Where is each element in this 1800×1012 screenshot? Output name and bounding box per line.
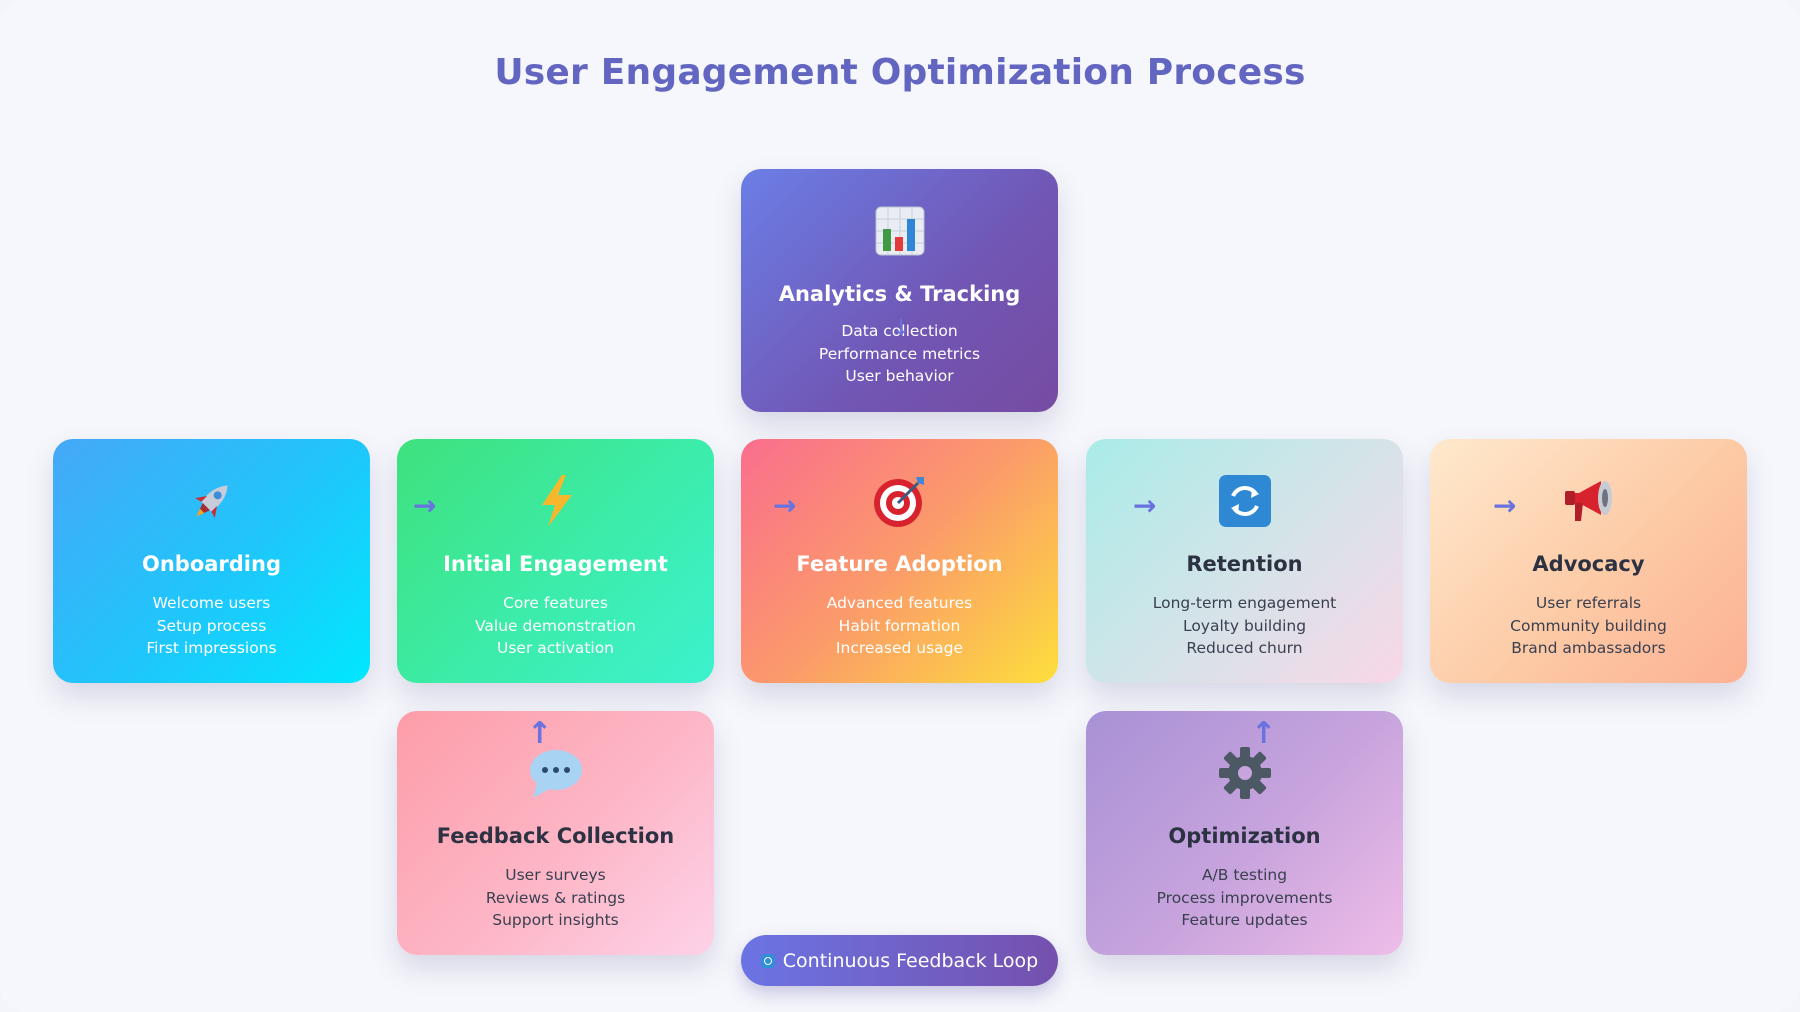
stage-title: Optimization <box>1168 824 1321 848</box>
refresh-icon <box>1086 471 1403 531</box>
stage-description: Core features Value demonstration User a… <box>397 592 714 660</box>
stage-detail: Community building <box>1510 616 1667 635</box>
stage-title: Analytics & Tracking <box>778 282 1021 306</box>
continuous-feedback-loop-badge: Continuous Feedback Loop <box>741 935 1058 986</box>
stage-description: Long-term engagement Loyalty building Re… <box>1086 592 1403 660</box>
stage-detail: Advanced features <box>826 594 973 612</box>
arrow-down-icon: ↓ <box>892 316 911 341</box>
stage-title: Initial Engagement <box>443 552 668 576</box>
lightning-icon <box>397 471 714 531</box>
stage-description: User surveys Reviews & ratings Support i… <box>397 864 714 932</box>
stage-feedback-collection: Feedback Collection User surveys Reviews… <box>397 711 714 955</box>
refresh-icon <box>760 953 775 968</box>
stage-detail: Value demonstration <box>475 616 636 635</box>
loop-label: Continuous Feedback Loop <box>782 949 1039 972</box>
stage-detail: Core features <box>503 594 608 612</box>
stage-description: Advanced features Habit formation Increa… <box>741 592 1058 660</box>
stage-title: Onboarding <box>141 552 281 576</box>
stage-feature-adoption: Feature Adoption Advanced features Habit… <box>741 439 1058 683</box>
bar-chart-icon <box>741 201 1058 261</box>
stage-detail: Welcome users <box>152 594 271 612</box>
stage-detail: Reduced churn <box>1186 639 1303 657</box>
stage-detail: User surveys <box>505 866 606 884</box>
stage-title: Feedback Collection <box>436 824 675 848</box>
stage-title: Feature Adoption <box>796 552 1003 576</box>
stage-detail: Reviews & ratings <box>485 888 626 907</box>
stage-onboarding: Onboarding Welcome users Setup process F… <box>53 439 370 683</box>
stage-description: Welcome users Setup process First impres… <box>53 592 370 660</box>
stage-optimization: Optimization A/B testing Process improve… <box>1086 711 1403 955</box>
arrow-right-icon: → <box>773 489 797 522</box>
stage-detail: Setup process <box>156 616 267 635</box>
stage-analytics-tracking: Analytics & Tracking Data collection Per… <box>741 169 1058 412</box>
stage-detail: Brand ambassadors <box>1511 639 1666 657</box>
arrow-right-icon: → <box>1133 489 1157 522</box>
stage-detail: Performance metrics <box>818 344 981 363</box>
stage-retention: Retention Long-term engagement Loyalty b… <box>1086 439 1403 683</box>
arrow-right-icon: → <box>413 489 437 522</box>
gear-icon <box>1086 743 1403 803</box>
target-icon <box>741 471 1058 531</box>
stage-description: Data collection Performance metrics User… <box>741 320 1058 388</box>
megaphone-icon <box>1430 471 1747 531</box>
stage-detail: Support insights <box>492 911 619 929</box>
stage-detail: User behavior <box>845 367 954 385</box>
stage-detail: Process improvements <box>1156 888 1333 907</box>
stage-detail: Data collection <box>841 322 958 340</box>
stage-detail: Feature updates <box>1181 911 1308 929</box>
stage-detail: A/B testing <box>1201 866 1288 884</box>
stage-description: User referrals Community building Brand … <box>1430 592 1747 660</box>
stage-detail: First impressions <box>146 639 277 657</box>
stage-initial-engagement: Initial Engagement Core features Value d… <box>397 439 714 683</box>
arrow-right-icon: → <box>1493 489 1517 522</box>
stage-detail: Long-term engagement <box>1152 594 1337 612</box>
rocket-icon <box>53 471 370 531</box>
stage-detail: Habit formation <box>838 616 961 635</box>
stage-title: Advocacy <box>1532 552 1645 576</box>
stage-detail: User referrals <box>1535 594 1642 612</box>
stage-title: Retention <box>1186 552 1303 576</box>
arrow-up-icon: ↑ <box>527 716 553 751</box>
stage-detail: Increased usage <box>835 639 964 657</box>
speech-bubble-icon <box>397 743 714 803</box>
diagram-title: User Engagement Optimization Process <box>494 52 1306 93</box>
stage-description: A/B testing Process improvements Feature… <box>1086 864 1403 932</box>
stage-advocacy: Advocacy User referrals Community buildi… <box>1430 439 1747 683</box>
arrow-up-icon: ↑ <box>1251 716 1277 751</box>
stage-detail: User activation <box>496 639 615 657</box>
stage-detail: Loyalty building <box>1182 616 1307 635</box>
